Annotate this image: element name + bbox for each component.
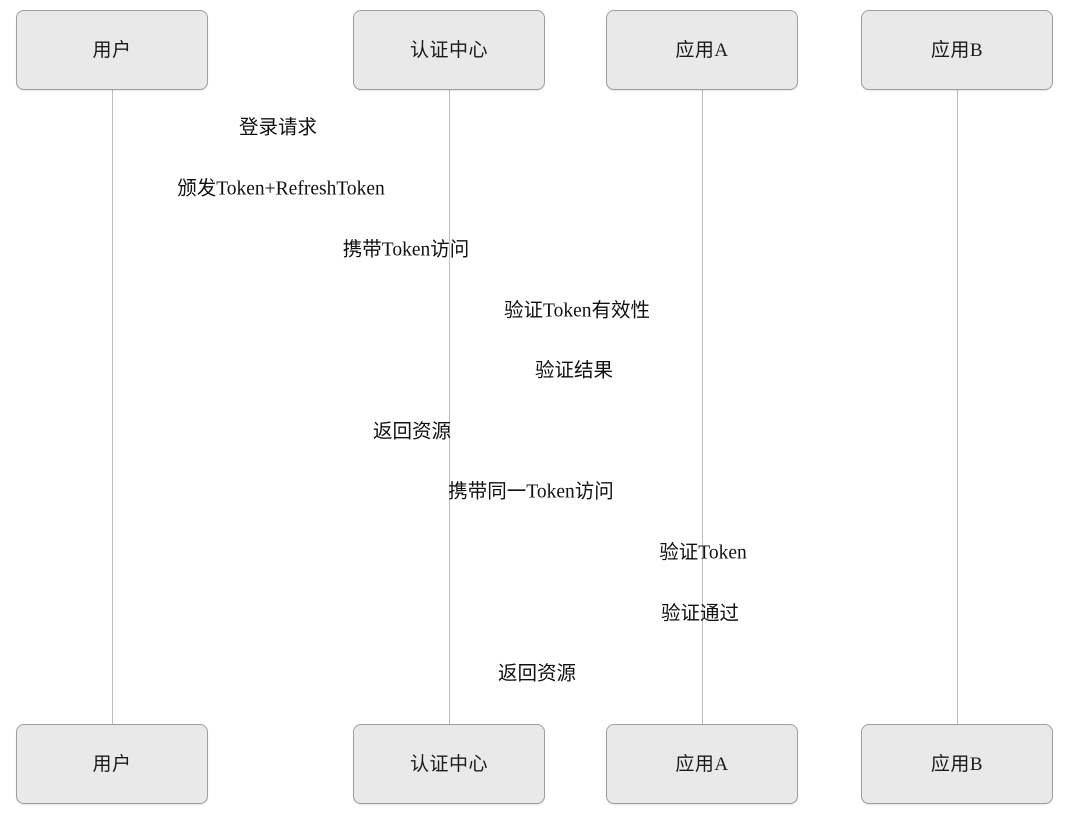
message-label-10: 返回资源 (497, 663, 577, 685)
participant-box-top-app-a[interactable]: 应用A (606, 10, 798, 90)
message-label-6: 返回资源 (372, 421, 452, 443)
message-label-5: 验证结果 (534, 360, 614, 382)
participant-box-top-user[interactable]: 用户 (16, 10, 208, 90)
message-label-9: 验证通过 (660, 603, 740, 625)
lifeline-app-a (702, 90, 703, 724)
participant-label-auth-bottom: 认证中心 (409, 753, 488, 775)
participant-box-top-app-b[interactable]: 应用B (861, 10, 1053, 90)
participant-label-user: 用户 (92, 39, 132, 61)
message-label-3: 携带Token访问 (342, 239, 470, 261)
participant-box-bottom-app-b[interactable]: 应用B (861, 724, 1053, 804)
message-label-2: 颁发Token+RefreshToken (177, 178, 385, 200)
lifeline-app-b (957, 90, 958, 724)
participant-label-app-a: 应用A (675, 39, 729, 61)
message-label-1: 登录请求 (238, 117, 318, 139)
message-label-7: 携带同一Token访问 (448, 481, 614, 503)
participant-box-top-auth[interactable]: 认证中心 (353, 10, 545, 90)
participant-box-bottom-app-a[interactable]: 应用A (606, 724, 798, 804)
participant-label-app-b-bottom: 应用B (930, 753, 984, 775)
participant-box-bottom-user[interactable]: 用户 (16, 724, 208, 804)
participant-label-app-a-bottom: 应用A (675, 753, 729, 775)
participant-label-user-bottom: 用户 (92, 753, 132, 775)
lifeline-auth (449, 90, 450, 724)
message-label-4: 验证Token有效性 (504, 300, 650, 322)
participant-box-bottom-auth[interactable]: 认证中心 (353, 724, 545, 804)
participant-label-auth: 认证中心 (409, 39, 488, 61)
participant-label-app-b: 应用B (930, 39, 984, 61)
lifeline-user (112, 90, 113, 724)
message-label-8: 验证Token (659, 542, 747, 564)
